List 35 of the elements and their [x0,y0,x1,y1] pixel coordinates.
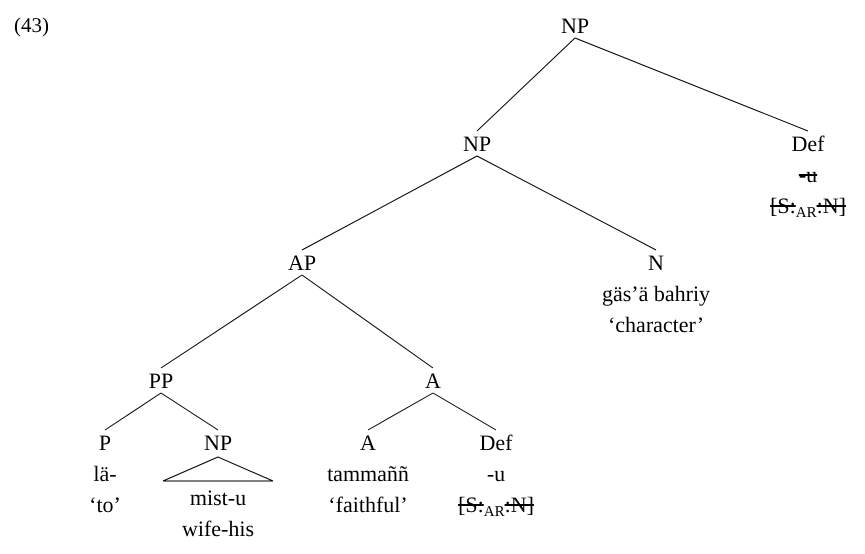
word-form: mist-u [190,484,246,512]
category-label: AP [288,249,316,277]
word-form: tammaññ [327,460,409,488]
tree-branch [160,274,302,368]
word-form: -u [486,460,506,488]
tree-branch [104,392,162,430]
category-label: NP [560,12,590,40]
gloss-text: ‘faithful’ [328,491,408,519]
category-label: PP [148,367,174,395]
word-form: lä- [93,460,117,488]
category-label: A [360,429,376,457]
category-label: A [425,367,441,395]
gloss-text: [S:$_{AR}$:N] [458,491,534,520]
category-label: P [98,429,112,457]
tree-branch [302,156,478,250]
tree-branch [432,392,496,430]
gloss-text: wife-his [182,515,254,543]
category-label: NP [204,429,232,457]
tree-branch [160,392,218,430]
gloss-text: ‘character’ [608,311,704,339]
tree-branch [302,274,434,368]
category-label: Def [792,130,824,158]
gloss-text: [S:$_{AR}$:N] [770,192,846,221]
tree-branch [476,38,576,132]
category-label: Def [480,429,512,457]
roof-triangle [162,456,274,482]
category-label: N [648,249,664,277]
word-form: gäs’ä bahriy [602,280,710,308]
tree-branch [574,38,808,132]
category-label: NP [462,130,492,158]
tree-branch [368,392,434,430]
tree-branch [476,156,656,250]
gloss-text: ‘to’ [89,491,121,519]
word-form: -u [798,161,818,189]
example-number: (43) [14,12,49,39]
